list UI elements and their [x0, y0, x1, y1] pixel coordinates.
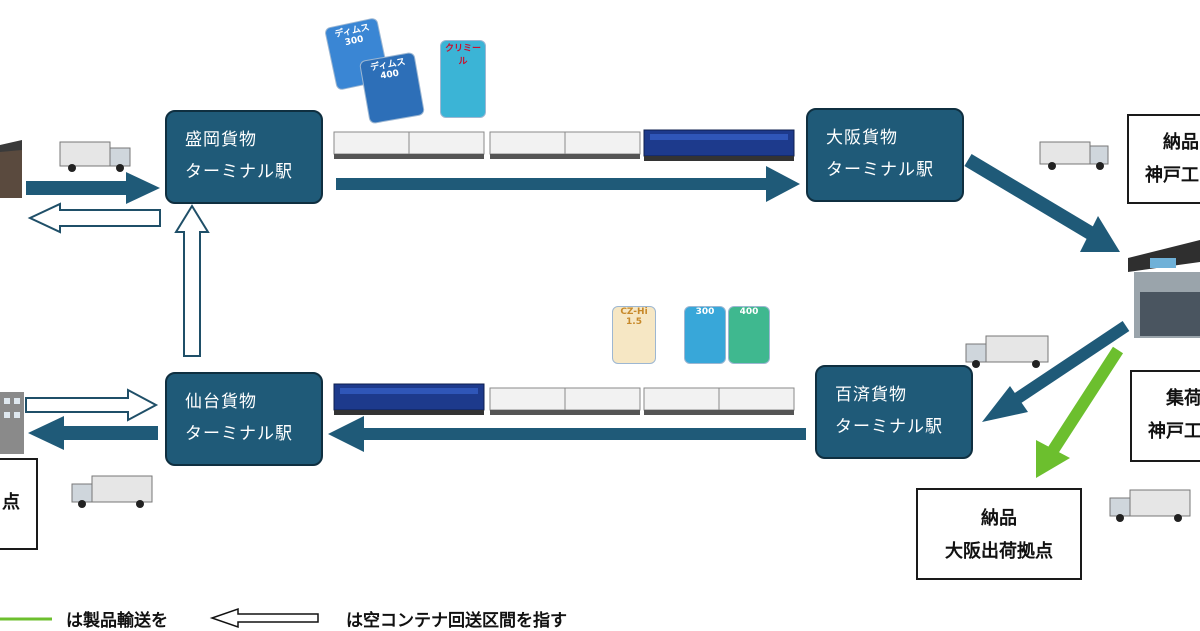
legend-hollow-arrow-icon — [209, 607, 319, 629]
station-morioka-name: 盛岡貨物 — [185, 130, 257, 150]
box-kobe-delivery: 納品 神戸工 — [1127, 114, 1200, 204]
freight-train-top — [333, 129, 795, 161]
station-osaka-suffix: ターミナル駅 — [826, 160, 934, 180]
kobe-factory-building-icon — [1128, 240, 1200, 338]
station-kudara-name: 百済貨物 — [835, 385, 907, 405]
station-sendai-suffix: ターミナル駅 — [185, 424, 293, 444]
box-osaka-delivery: 納品 大阪出荷拠点 — [916, 488, 1082, 580]
arrow-sendai-to-warehouse — [28, 416, 158, 450]
arrow-depot-to-morioka — [26, 172, 160, 204]
product-pack-300: 300 — [684, 306, 726, 364]
product-pack-top: クリミール — [440, 40, 486, 118]
box-left-bottom-line1: 点 — [2, 492, 20, 513]
box-osaka-delivery-line2: 大阪出荷拠点 — [945, 541, 1053, 562]
station-sendai-name: 仙台貨物 — [185, 392, 257, 412]
truck-middle-right-icon — [965, 335, 1049, 368]
freight-train-bottom — [333, 383, 795, 415]
arrow-kobe-to-kudara — [982, 321, 1130, 422]
left-depot-building-icon — [0, 140, 22, 198]
truck-bottom-right-icon — [1109, 489, 1191, 522]
empty-arrow-sendai-to-morioka — [174, 204, 210, 357]
box-kobe-collection: 集荷 神戸工 — [1130, 370, 1200, 462]
station-morioka-suffix: ターミナル駅 — [185, 162, 293, 182]
station-kudara-suffix: ターミナル駅 — [835, 417, 943, 437]
box-kobe-delivery-line1: 納品 — [1163, 132, 1199, 153]
arrow-osaka-to-kobe — [964, 153, 1120, 252]
box-kobe-collection-line1: 集荷 — [1166, 388, 1200, 409]
empty-arrow-morioka-to-depot — [27, 202, 161, 234]
truck-top-left-icon — [59, 141, 131, 172]
box-kobe-collection-line2: 神戸工 — [1148, 421, 1200, 442]
truck-bottom-left-icon — [71, 475, 153, 508]
station-osaka: 大阪貨物 ターミナル駅 — [806, 108, 964, 202]
box-left-bottom: 点 — [0, 458, 38, 550]
station-morioka: 盛岡貨物 ターミナル駅 — [165, 110, 323, 204]
legend-empty-container: は空コンテナ回送区間を指す — [346, 611, 567, 631]
box-kobe-delivery-line2: 神戸工 — [1145, 165, 1199, 186]
station-kudara: 百済貨物 ターミナル駅 — [815, 365, 973, 459]
product-pouch-400: ディムス 400 — [358, 51, 426, 125]
legend-product-transport: は製品輸送を — [66, 611, 168, 631]
box-osaka-delivery-line1: 納品 — [981, 508, 1017, 529]
station-osaka-name: 大阪貨物 — [826, 128, 898, 148]
product-pack-cz: CZ-Hi 1.5 — [612, 306, 656, 364]
empty-arrow-warehouse-to-sendai — [25, 388, 159, 422]
station-sendai: 仙台貨物 ターミナル駅 — [165, 372, 323, 466]
truck-top-right-icon — [1039, 141, 1109, 170]
product-pack-400: 400 — [728, 306, 770, 364]
arrow-morioka-to-osaka — [336, 166, 800, 202]
left-warehouse-building-icon — [0, 392, 24, 454]
green-arrow-kobe-to-osaka-delivery — [1036, 346, 1124, 478]
arrow-kudara-to-sendai — [328, 416, 806, 452]
